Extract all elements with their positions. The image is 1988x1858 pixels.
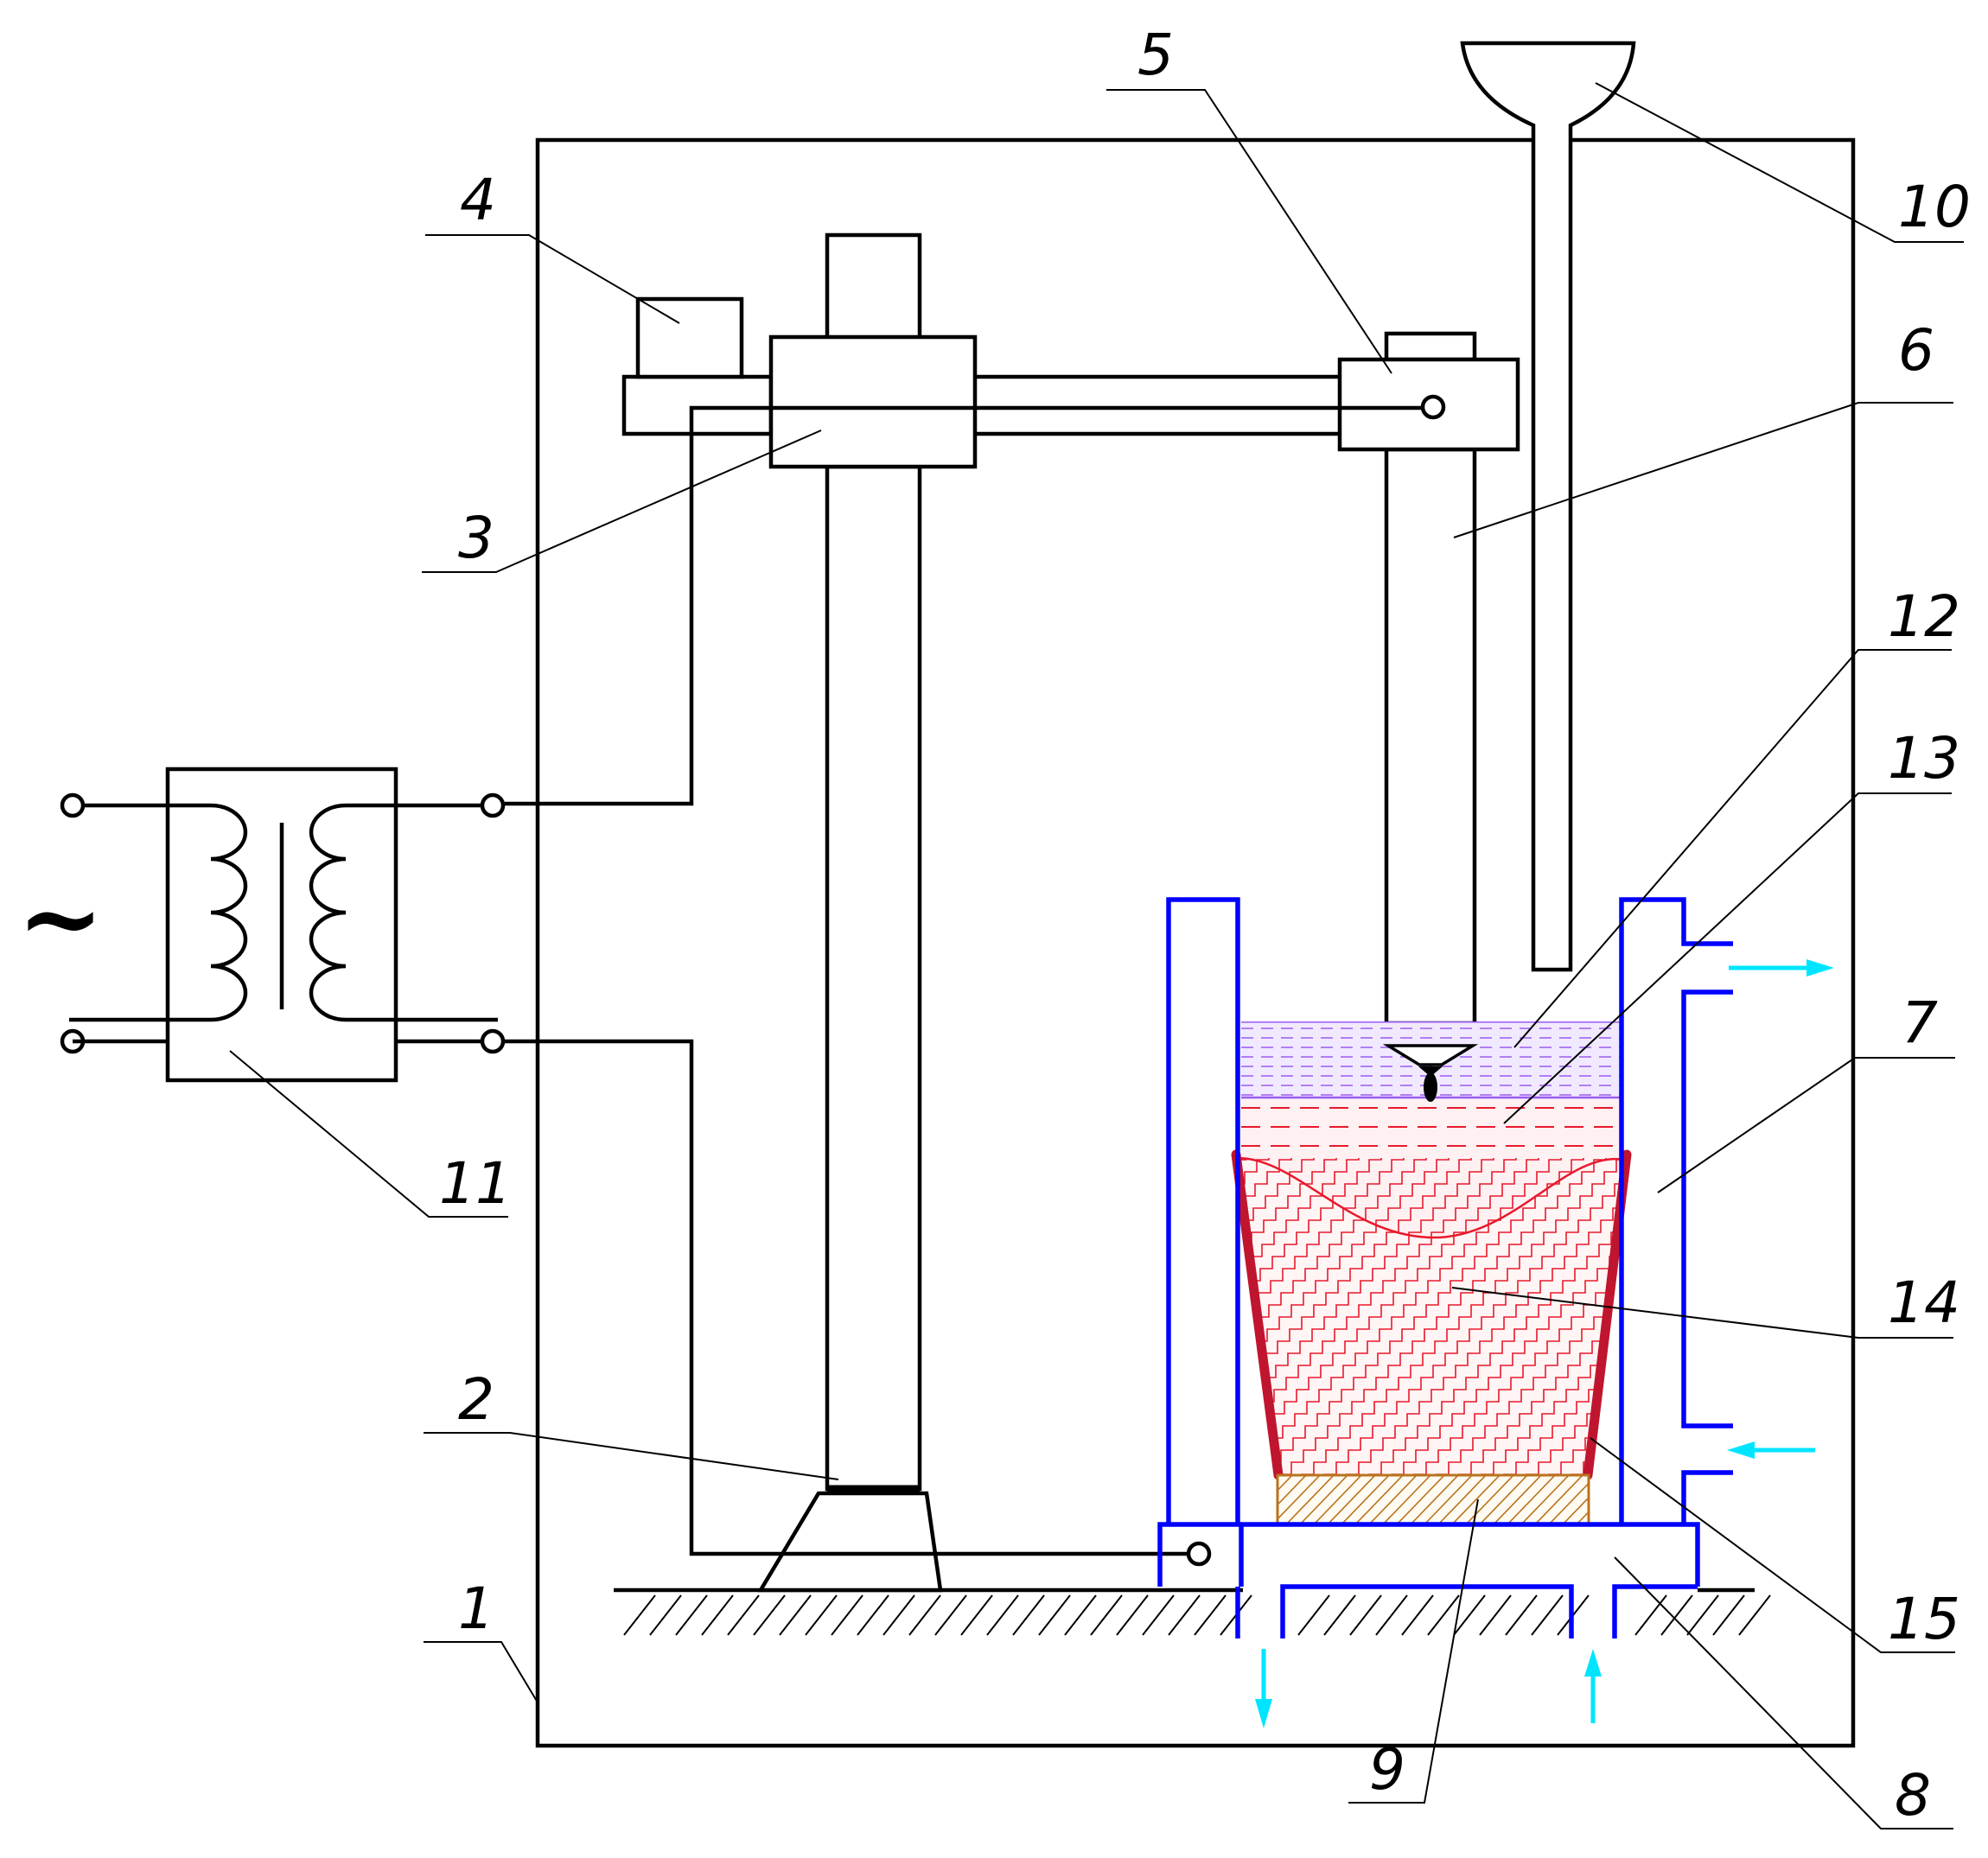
ac-symbol: ~	[17, 857, 105, 979]
label-13: 13	[1888, 725, 1960, 792]
power-cable-lower	[498, 1039, 1198, 1556]
label-10: 10	[1898, 174, 1971, 240]
label-2: 2	[458, 1366, 494, 1433]
floor	[614, 1588, 1771, 1636]
label-9: 9	[1369, 1736, 1405, 1803]
label-14: 14	[1888, 1269, 1960, 1336]
label-15: 15	[1888, 1586, 1960, 1652]
water-outlet-arrow-bottom	[1255, 1649, 1272, 1728]
electrode-holder	[1337, 357, 1520, 452]
drive-motor	[635, 296, 744, 379]
water-inlet-arrow-bottom	[1584, 1649, 1602, 1723]
electrode-terminal	[1420, 394, 1446, 420]
carriage	[768, 334, 978, 469]
leader-lines	[229, 82, 1964, 1829]
power-cable-upper	[498, 405, 1435, 806]
label-6: 6	[1898, 317, 1934, 384]
label-12: 12	[1888, 583, 1960, 650]
metal-droplet	[1418, 1066, 1443, 1077]
ingot	[1237, 1156, 1626, 1478]
water-outlet-arrow	[1729, 959, 1834, 977]
label-7: 7	[1902, 989, 1938, 1056]
label-3: 3	[458, 505, 494, 571]
label-1: 1	[458, 1575, 494, 1642]
electrode-tip	[1382, 1044, 1479, 1066]
water-cooled-mould	[1157, 897, 1733, 1638]
horizontal-arm	[965, 374, 1351, 436]
transformer	[60, 767, 506, 1083]
seed-plate	[1276, 1473, 1590, 1525]
chamber-frame	[535, 137, 1856, 1748]
label-8: 8	[1895, 1762, 1931, 1829]
water-inlet-arrow	[1727, 1441, 1815, 1459]
metal-droplet	[1424, 1072, 1437, 1102]
label-11: 11	[439, 1150, 512, 1217]
label-5: 5	[1137, 22, 1174, 88]
mould-terminal	[1186, 1541, 1212, 1567]
label-4: 4	[460, 167, 496, 233]
arm-left-end	[621, 374, 774, 436]
